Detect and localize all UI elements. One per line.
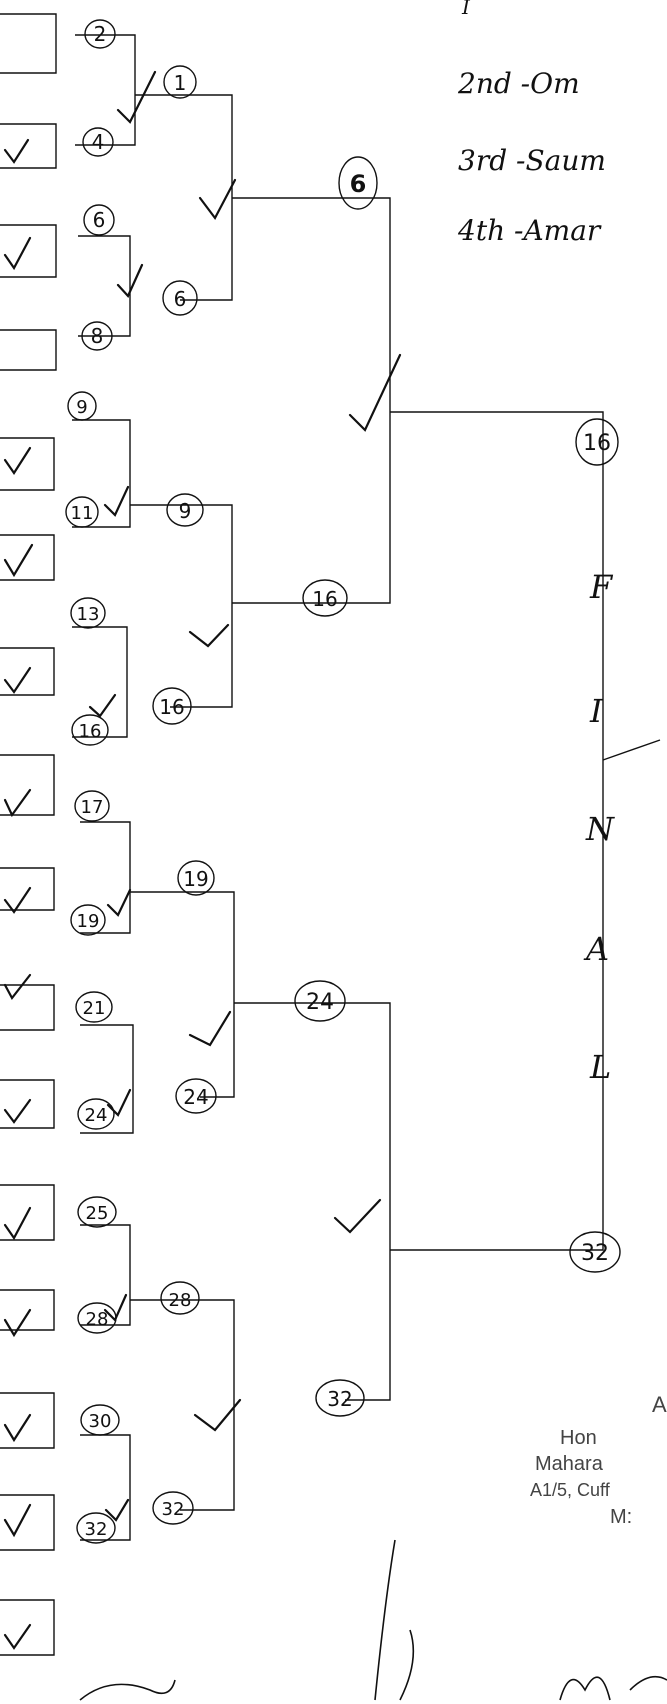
r3-num-32: 32 xyxy=(327,1387,352,1411)
final-bracket xyxy=(390,411,604,1251)
final-numbers: 16 32 xyxy=(569,418,621,1273)
placement-2nd: 2nd -Om xyxy=(457,67,580,100)
final-letter-a: A xyxy=(583,930,609,968)
placement-3rd: 3rd -Saum xyxy=(458,144,606,177)
r1-num-8: 8 xyxy=(91,324,104,348)
final-letter-i: I xyxy=(589,692,604,730)
final-num-32: 32 xyxy=(581,1241,609,1266)
r2-num-28: 28 xyxy=(169,1290,192,1311)
r1-num-6: 6 xyxy=(93,208,106,232)
stamp-line-2: Hon xyxy=(560,1427,597,1449)
r3-num-16: 16 xyxy=(312,587,337,611)
stamp-line-5: M: xyxy=(610,1506,632,1528)
r1-num-17: 17 xyxy=(81,797,104,818)
stamp-text: A Hon Mahara A1/5, Cuff M: xyxy=(530,1392,667,1528)
r2-num-9: 9 xyxy=(179,499,192,523)
first-place-mark: I xyxy=(461,0,471,19)
r2-num-24: 24 xyxy=(183,1085,208,1109)
final-label: F I N A L xyxy=(583,568,615,1086)
final-tick-line xyxy=(602,739,661,761)
r2-num-19: 19 xyxy=(183,867,208,891)
r3-num-24: 24 xyxy=(306,990,334,1015)
stamp-line-3: Mahara xyxy=(535,1453,604,1475)
stamp-line-1: A xyxy=(652,1392,667,1417)
entry-boxes xyxy=(0,13,57,1656)
final-letter-n: N xyxy=(585,810,615,848)
r3-num-6: 6 xyxy=(350,170,367,198)
r1-num-2: 2 xyxy=(94,22,107,46)
stamp-line-4: A1/5, Cuff xyxy=(530,1480,611,1500)
r1-num-28: 28 xyxy=(86,1309,109,1330)
round2-numbers: 1 6 9 16 19 24 28 32 xyxy=(152,65,217,1525)
signature-scribbles xyxy=(79,1539,667,1701)
round3-numbers: 6 16 24 32 xyxy=(294,156,378,1417)
checkmarks xyxy=(3,70,402,1650)
r1-num-13: 13 xyxy=(77,604,100,625)
round1-numbers: 2 4 6 8 9 11 13 16 17 19 21 24 25 28 30 … xyxy=(65,19,120,1544)
r1-num-11: 11 xyxy=(71,503,94,524)
r2-num-16: 16 xyxy=(159,695,184,719)
r1-num-21: 21 xyxy=(83,998,106,1019)
r2-num-1: 1 xyxy=(174,71,187,95)
r1-num-32: 32 xyxy=(85,1519,108,1540)
r1-num-9: 9 xyxy=(76,397,87,418)
r1-num-19: 19 xyxy=(77,911,100,932)
placement-4th: 4th -Amar xyxy=(457,214,602,247)
r1-num-25: 25 xyxy=(86,1203,109,1224)
final-letter-l: L xyxy=(589,1048,611,1086)
r1-num-4: 4 xyxy=(92,130,105,154)
r1-num-16: 16 xyxy=(79,721,102,742)
round3-brackets xyxy=(232,197,391,1401)
r2-num-32: 32 xyxy=(162,1499,185,1520)
r1-num-24: 24 xyxy=(85,1105,108,1126)
r1-num-30: 30 xyxy=(89,1411,112,1432)
final-letter-f: F xyxy=(589,568,614,606)
r2-num-6: 6 xyxy=(174,287,187,311)
final-num-16: 16 xyxy=(583,431,611,456)
